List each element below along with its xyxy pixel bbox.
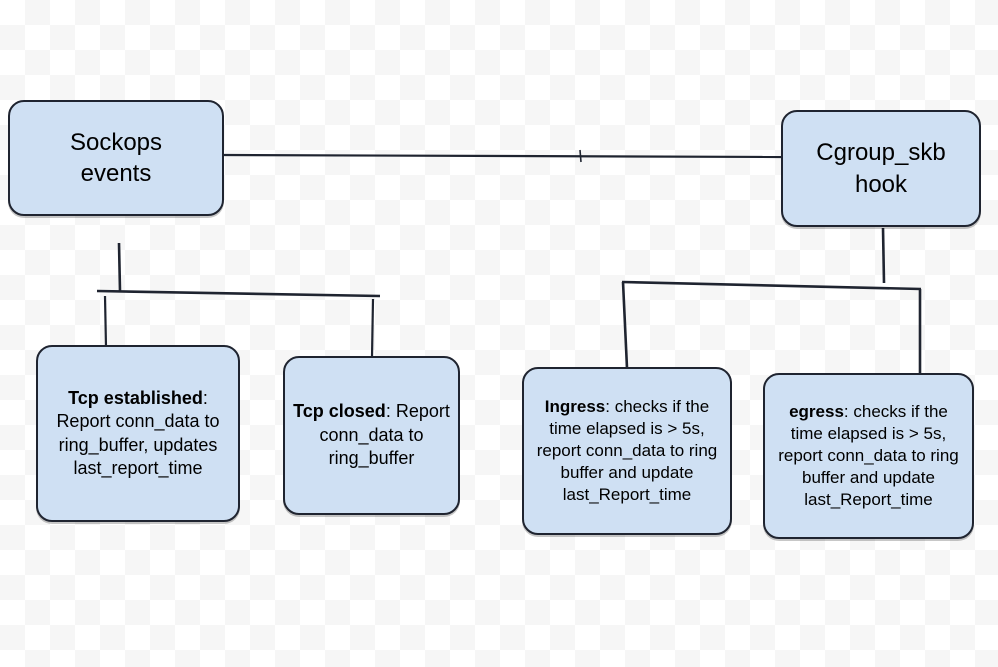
node-egress-body: checks if the time elapsed is > 5s, repo… <box>778 401 959 510</box>
edge-cgroup-stub <box>881 227 886 284</box>
node-egress-lead: egress <box>789 401 844 421</box>
node-egress-label: egress: checks if the time elapsed is > … <box>773 401 964 511</box>
node-tcp-established-separator: : <box>202 387 208 408</box>
node-egress[interactable]: egress: checks if the time elapsed is > … <box>763 373 974 539</box>
node-tcp-closed[interactable]: Tcp closed: Report conn_data to ring_buf… <box>283 356 460 515</box>
edge-to-ingress <box>621 281 629 369</box>
node-tcp-closed-label: Tcp closed: Report conn_data to ring_buf… <box>293 400 450 470</box>
node-ingress-lead: Ingress <box>544 396 606 416</box>
node-tcp-established-body: Report conn_data to ring_buffer, updates… <box>56 411 220 478</box>
edge-sockops-to-cgroup <box>223 153 782 159</box>
edge-sockops-bus <box>96 289 381 298</box>
edge-to-tcp-closed <box>370 298 375 358</box>
edge-cgroup-bus <box>621 280 922 291</box>
node-egress-separator: : <box>843 401 849 421</box>
node-tcp-established[interactable]: Tcp established: Report conn_data to rin… <box>36 345 240 522</box>
node-tcp-closed-separator: : <box>385 401 391 422</box>
node-tcp-closed-body: Report conn_data to ring_buffer <box>319 401 450 469</box>
node-tcp-established-lead: Tcp established <box>68 387 203 408</box>
node-tcp-established-label: Tcp established: Report conn_data to rin… <box>46 387 230 481</box>
edge-sockops-stub <box>117 242 122 292</box>
node-ingress[interactable]: Ingress: checks if the time elapsed is >… <box>522 367 732 535</box>
node-ingress-body: checks if the time elapsed is > 5s, repo… <box>536 396 718 505</box>
node-ingress-separator: : <box>605 396 610 416</box>
edge-to-tcp-established <box>103 295 108 348</box>
edge-sockops-to-cgroup-tick <box>579 149 582 163</box>
node-tcp-closed-lead: Tcp closed <box>293 401 386 422</box>
node-ingress-label: Ingress: checks if the time elapsed is >… <box>532 396 722 506</box>
